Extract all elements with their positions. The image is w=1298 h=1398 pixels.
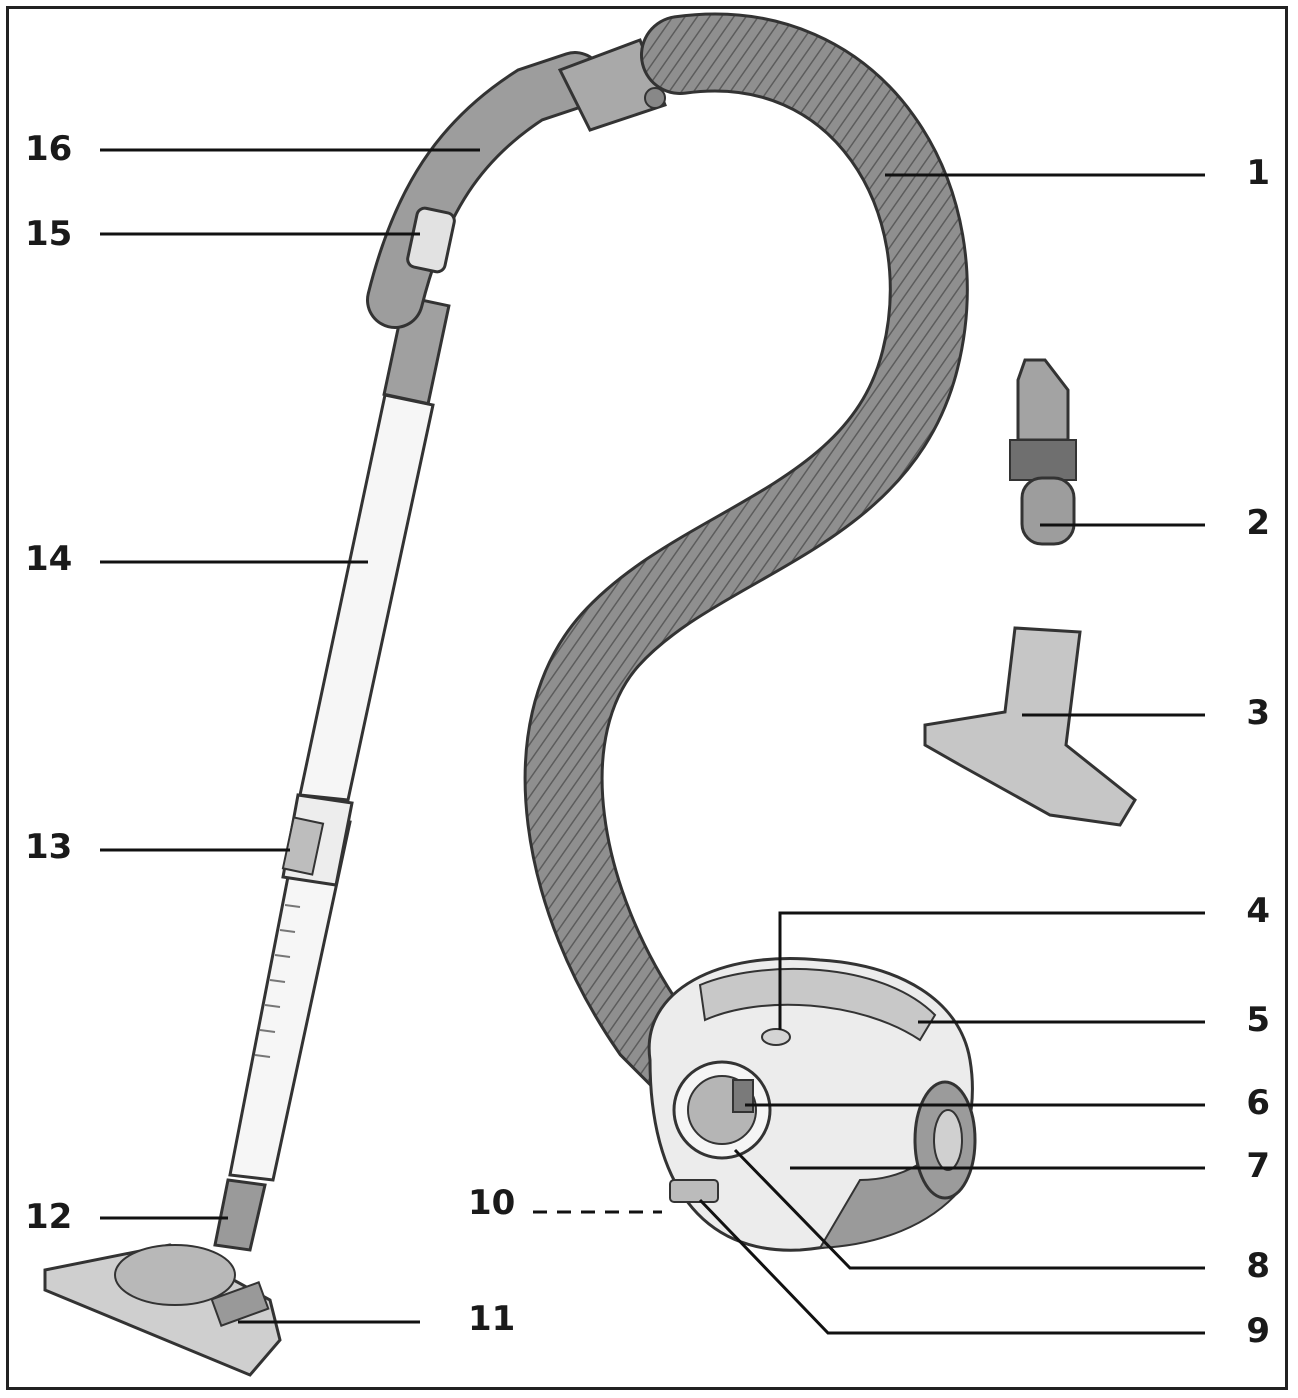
front-latch bbox=[669, 1179, 719, 1203]
label-7: 7 bbox=[1246, 1146, 1270, 1186]
telescopic-tube bbox=[228, 294, 451, 1182]
vacuum-body bbox=[647, 957, 977, 1252]
dusting-brush bbox=[1009, 358, 1077, 546]
label-9: 9 bbox=[1246, 1311, 1270, 1351]
label-12: 12 bbox=[25, 1197, 72, 1237]
diagram-frame bbox=[6, 6, 1288, 1390]
label-13: 13 bbox=[25, 827, 72, 867]
label-6: 6 bbox=[1246, 1083, 1270, 1123]
label-16: 16 bbox=[25, 129, 72, 169]
suction-regulator bbox=[406, 206, 456, 274]
label-1: 1 bbox=[1246, 153, 1270, 193]
label-15: 15 bbox=[25, 214, 72, 254]
floor-nozzle bbox=[43, 1178, 282, 1377]
label-8: 8 bbox=[1246, 1246, 1270, 1286]
carry-handle bbox=[698, 967, 937, 1042]
leader-8 bbox=[733, 1148, 1205, 1270]
wand-handle bbox=[366, 38, 667, 329]
upholstery-nozzle bbox=[923, 626, 1137, 827]
label-11: 11 bbox=[468, 1299, 515, 1339]
leader-lines bbox=[100, 148, 1205, 1335]
label-2: 2 bbox=[1246, 503, 1270, 543]
part-labels: 1 2 3 4 5 6 7 8 9 10 11 12 13 14 15 16 bbox=[25, 129, 1270, 1351]
label-14: 14 bbox=[25, 539, 72, 579]
label-3: 3 bbox=[1246, 693, 1270, 733]
tube-release-slider bbox=[281, 816, 325, 876]
top-button bbox=[761, 1028, 791, 1046]
nozzle-pedal bbox=[210, 1281, 270, 1327]
leader-4 bbox=[778, 911, 1205, 1030]
label-5: 5 bbox=[1246, 1000, 1270, 1040]
label-10: 10 bbox=[468, 1183, 515, 1223]
flexible-hose bbox=[523, 12, 969, 1120]
label-4: 4 bbox=[1246, 891, 1270, 931]
leader-9 bbox=[698, 1198, 1205, 1335]
